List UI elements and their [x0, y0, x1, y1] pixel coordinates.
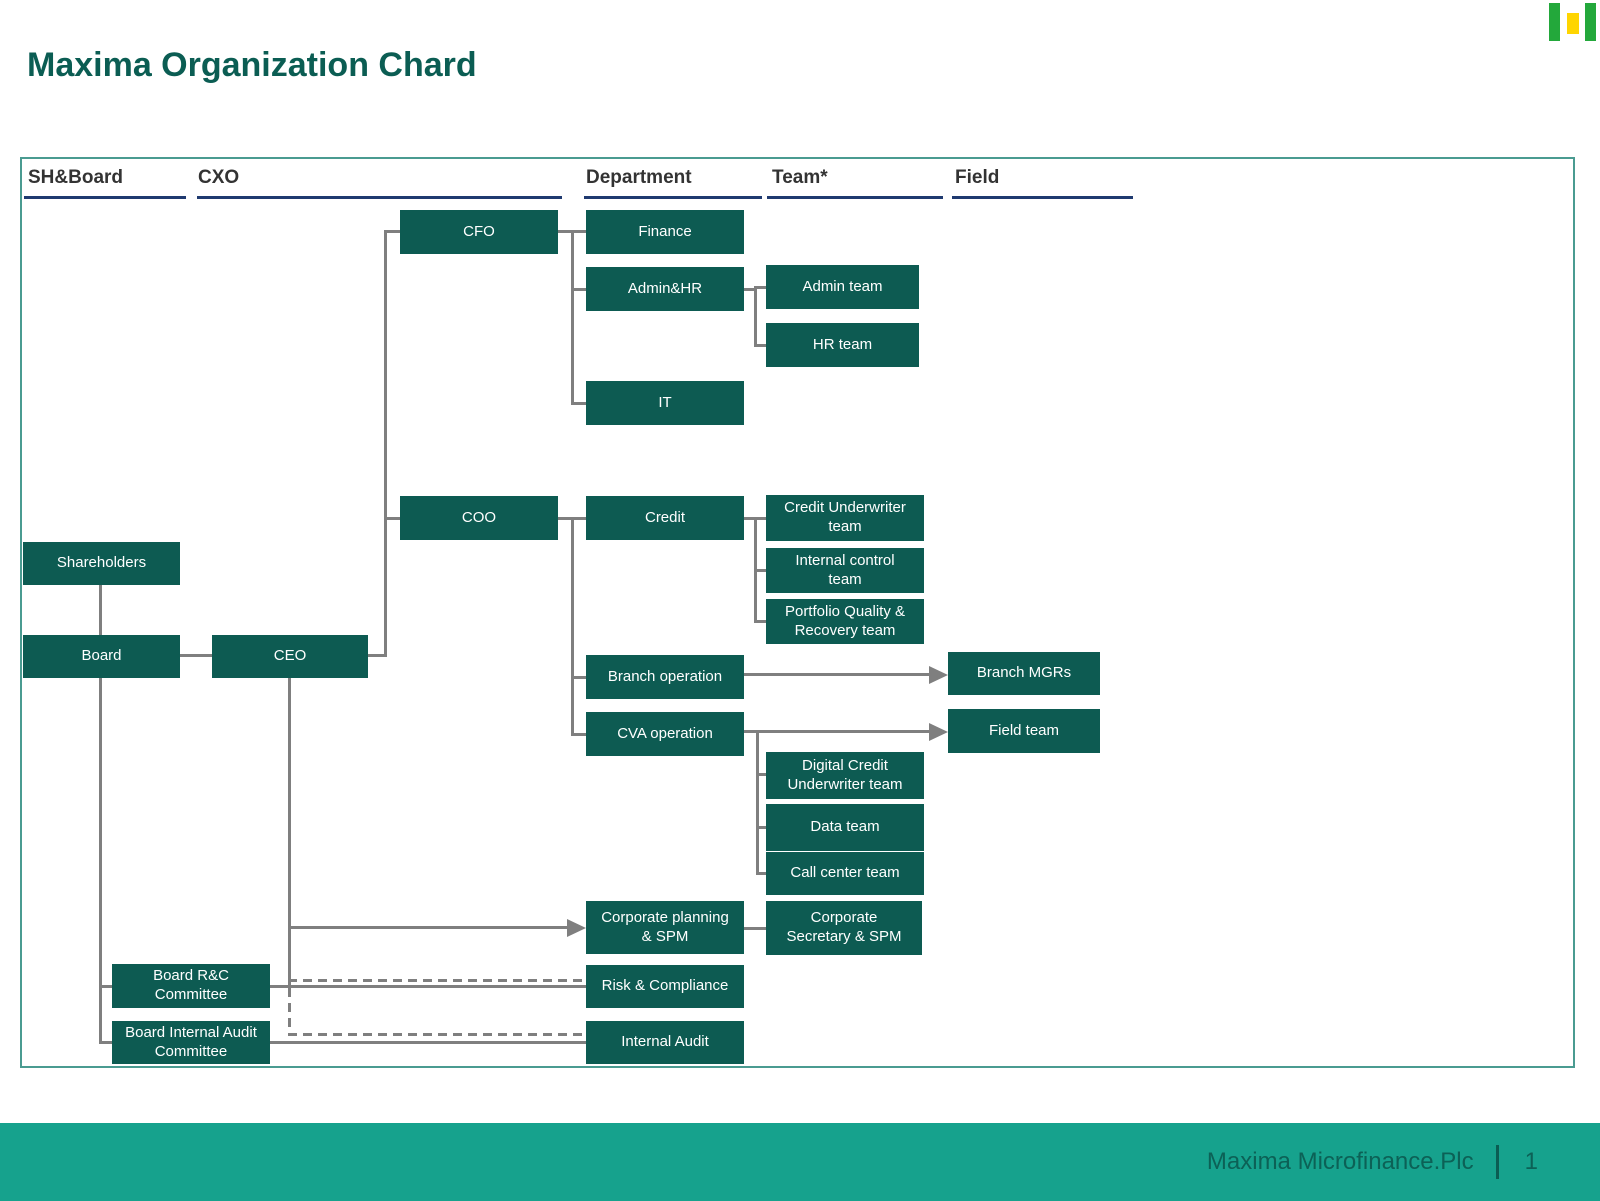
- column-underline: [767, 196, 943, 199]
- org-node-internal-control-team: Internal control team: [766, 548, 924, 593]
- connector-line: [558, 517, 574, 520]
- column-header-department: Department: [586, 167, 692, 188]
- connector-line: [384, 230, 400, 233]
- connector-line: [99, 678, 102, 1044]
- org-node-hr-team: HR team: [766, 323, 919, 367]
- connector-line: [756, 773, 766, 776]
- connector-arrowhead-icon: [929, 723, 948, 741]
- connector-line: [571, 402, 586, 405]
- connector-line: [288, 926, 569, 929]
- column-header-team: Team*: [772, 167, 828, 188]
- connector-line: [571, 517, 586, 520]
- org-node-credit-underwriter-team: Credit Underwriter team: [766, 495, 924, 541]
- connector-line: [384, 230, 387, 657]
- org-node-call-center-team: Call center team: [766, 852, 924, 895]
- connector-line: [754, 620, 766, 623]
- footer-company-name: Maxima Microfinance.Plc: [1206, 1148, 1474, 1175]
- connector-line: [99, 985, 112, 988]
- connector-line: [180, 654, 212, 657]
- connector-line: [99, 1041, 112, 1044]
- connector-line: [754, 286, 757, 347]
- org-node-internal-audit: Internal Audit: [586, 1021, 744, 1064]
- connector-line: [756, 826, 766, 829]
- connector-line: [744, 288, 757, 291]
- connector-line: [270, 985, 586, 988]
- column-underline: [24, 196, 186, 199]
- connector-line: [754, 344, 766, 347]
- connector-line: [571, 517, 574, 736]
- org-node-ceo: CEO: [212, 635, 368, 678]
- connector-line: [99, 585, 102, 635]
- org-node-field-team: Field team: [948, 709, 1100, 753]
- connector-line: [756, 872, 766, 875]
- footer-bar: Maxima Microfinance.Plc 1: [0, 1123, 1600, 1201]
- org-node-board: Board: [23, 635, 180, 678]
- footer-page-number: 1: [1524, 1148, 1538, 1175]
- column-underline: [952, 196, 1133, 199]
- org-node-admin-team: Admin team: [766, 265, 919, 309]
- connector-line: [744, 517, 757, 520]
- connector-line: [270, 1041, 586, 1044]
- connector-line: [756, 730, 759, 875]
- org-node-it: IT: [586, 381, 744, 425]
- org-node-admin-hr: Admin&HR: [586, 267, 744, 311]
- column-underline: [584, 196, 762, 199]
- connector-dashed-line: [288, 988, 291, 1034]
- connector-line: [288, 678, 291, 988]
- org-node-portfolio-quality-recovery-team: Portfolio Quality & Recovery team: [766, 599, 924, 644]
- connector-line: [754, 569, 766, 572]
- org-node-cfo: CFO: [400, 210, 558, 254]
- logo-yellow-bar-icon: [1567, 13, 1579, 34]
- page-title: Maxima Organization Chard: [27, 46, 477, 84]
- connector-arrowhead-icon: [929, 666, 948, 684]
- org-node-cva-operation: CVA operation: [586, 712, 744, 756]
- org-node-board-internal-audit-committee: Board Internal Audit Committee: [112, 1021, 270, 1064]
- org-node-corporate-planning-spm: Corporate planning & SPM: [586, 901, 744, 954]
- column-underline: [197, 196, 562, 199]
- connector-line: [754, 517, 766, 520]
- connector-line: [558, 230, 574, 233]
- connector-dashed-line: [288, 1033, 586, 1036]
- column-header-field: Field: [955, 167, 1000, 188]
- connector-line: [744, 673, 931, 676]
- org-node-branch-mgrs: Branch MGRs: [948, 652, 1100, 695]
- column-header-shboard: SH&Board: [28, 167, 124, 188]
- connector-line: [744, 730, 931, 733]
- connector-line: [571, 733, 586, 736]
- connector-line: [384, 517, 400, 520]
- connector-line: [744, 927, 768, 930]
- org-node-corporate-secretary-spm: Corporate Secretary & SPM: [766, 901, 922, 955]
- footer-divider: [1495, 1145, 1499, 1179]
- logo-green-bar-icon: [1549, 3, 1560, 41]
- org-node-credit: Credit: [586, 496, 744, 540]
- org-node-branch-operation: Branch operation: [586, 655, 744, 699]
- org-node-shareholders: Shareholders: [23, 542, 180, 585]
- org-node-digital-credit-underwriter-team: Digital Credit Underwriter team: [766, 752, 924, 799]
- org-node-coo: COO: [400, 496, 558, 540]
- org-node-risk-compliance: Risk & Compliance: [586, 965, 744, 1008]
- org-node-data-team: Data team: [766, 804, 924, 851]
- connector-line: [571, 230, 586, 233]
- connector-line: [571, 288, 586, 291]
- connector-dashed-line: [288, 979, 586, 982]
- org-node-board-rc-committee: Board R&C Committee: [112, 964, 270, 1008]
- org-node-finance: Finance: [586, 210, 744, 254]
- connector-line: [571, 230, 574, 405]
- connector-arrowhead-icon: [567, 919, 586, 937]
- logo-green-bar-icon: [1585, 3, 1596, 41]
- connector-line: [368, 654, 386, 657]
- column-header-cxo: CXO: [198, 167, 240, 188]
- connector-line: [754, 286, 766, 289]
- connector-line: [571, 676, 586, 679]
